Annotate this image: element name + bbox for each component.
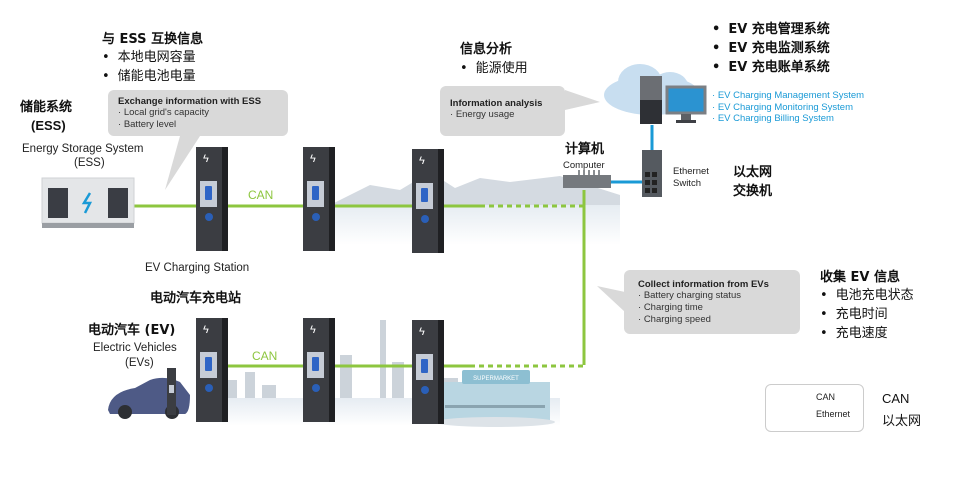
station-button <box>421 215 429 223</box>
ethernet-switch-icon <box>642 150 662 197</box>
bolt-icon: ϟ <box>203 153 209 165</box>
station-screen <box>416 183 433 209</box>
ess-info-bubble: Exchange information with ESS Local grid… <box>108 90 288 136</box>
bolt-icon: ϟ <box>419 326 425 338</box>
system-en-item: EV Charging Management System <box>712 90 864 102</box>
charging-station: ϟ <box>412 149 444 253</box>
ess-exchange-zh: 与 ESS 互换信息 本地电网容量 储能电池电量 <box>102 28 203 86</box>
ess-label-zh: 储能系统 <box>20 100 73 115</box>
computer-label-en: Computer <box>563 160 605 171</box>
ess-exchange-zh-title: 与 ESS 互换信息 <box>102 32 204 47</box>
collect-zh-item: 电池充电状态 <box>820 286 914 305</box>
station-label-en: EV Charging Station <box>145 262 250 274</box>
can-label-bottom: CAN <box>252 349 278 363</box>
ess-unit-icon <box>41 177 135 228</box>
bolt-icon: ϟ <box>203 324 209 336</box>
system-en-item: EV Charging Billing System <box>712 113 864 125</box>
station-screen <box>307 181 324 207</box>
supermarket-sign: SUPERMARKET <box>473 376 519 382</box>
analysis-zh: 信息分析 能源使用 <box>460 38 528 78</box>
ess-bubble-item: Battery level <box>118 119 278 131</box>
bolt-icon: ϟ <box>310 153 316 165</box>
system-zh-item: EV 充电管理系统 <box>712 20 829 39</box>
collect-bubble-tail <box>597 286 625 312</box>
legend-can-label: CAN <box>816 392 836 402</box>
system-zh-item: EV 充电监测系统 <box>712 39 829 58</box>
collect-zh-item: 充电速度 <box>820 324 914 343</box>
collect-bubble-item: Charging time <box>638 302 790 314</box>
analysis-bubble-title: Information analysis <box>450 98 543 109</box>
computer-label-zh: 计算机 <box>565 142 605 157</box>
collect-zh-item: 充电时间 <box>820 305 914 324</box>
ev-label-zh: 电动汽车 (EV) <box>88 323 176 338</box>
station-screen <box>416 354 433 380</box>
legend-box <box>765 384 864 432</box>
analysis-info-bubble: Information analysis Energy usage <box>440 86 565 136</box>
charging-station: ϟ <box>196 318 228 422</box>
collect-bubble-item: Battery charging status <box>638 290 790 302</box>
station-button <box>205 384 213 392</box>
collect-bubble-item: Charging speed <box>638 314 790 326</box>
bolt-icon: ϟ <box>310 324 316 336</box>
station-button <box>421 386 429 394</box>
supermarket-building <box>435 370 555 427</box>
ev-label-en-abbr: (EVs) <box>125 357 154 369</box>
systems-zh-list: EV 充电管理系统 EV 充电监测系统 EV 充电账单系统 <box>712 20 829 77</box>
charging-station: ϟ <box>303 318 335 422</box>
switch-label-en-2: Switch <box>673 178 701 189</box>
ess-bubble-tail <box>165 136 200 190</box>
station-button <box>312 384 320 392</box>
legend-can-zh: CAN <box>882 391 910 406</box>
analysis-zh-item: 能源使用 <box>460 59 528 78</box>
ess-label-en-abbr: (ESS) <box>74 157 105 169</box>
ess-label-zh-abbr: (ESS) <box>31 118 66 133</box>
legend-ethernet-zh: 以太网 <box>882 414 922 429</box>
systems-en-list: EV Charging Management System EV Chargin… <box>712 90 864 125</box>
analysis-bubble-tail <box>565 90 600 110</box>
station-button <box>312 213 320 221</box>
analysis-zh-title: 信息分析 <box>460 42 513 57</box>
ess-label-en: Energy Storage System <box>22 143 144 155</box>
collect-bubble-title: Collect information from EVs <box>638 279 769 290</box>
ess-bubble-item: Local grid's capacity <box>118 107 278 119</box>
analysis-bubble-item: Energy usage <box>450 109 555 121</box>
station-button <box>205 213 213 221</box>
charging-station: ϟ <box>303 147 335 251</box>
ess-exchange-zh-item: 储能电池电量 <box>102 67 203 86</box>
station-screen <box>200 181 217 207</box>
collect-info-bubble: Collect information from EVs Battery cha… <box>624 270 800 334</box>
collect-zh-title: 收集 EV 信息 <box>820 270 900 285</box>
ev-label-en: Electric Vehicles <box>93 342 177 354</box>
collect-zh: 收集 EV 信息 电池充电状态 充电时间 充电速度 <box>820 266 914 343</box>
charging-station: ϟ <box>196 147 228 251</box>
mountain-fade <box>330 205 620 245</box>
electric-car-icon <box>108 368 190 419</box>
computer-icon <box>563 170 611 188</box>
station-screen <box>200 352 217 378</box>
switch-label-zh-2: 交换机 <box>733 184 773 199</box>
ess-bubble-title: Exchange information with ESS <box>118 96 262 107</box>
switch-label-en-1: Ethernet <box>673 166 709 177</box>
system-zh-item: EV 充电账单系统 <box>712 58 829 77</box>
cloud-server-icon <box>604 64 707 124</box>
ess-exchange-zh-item: 本地电网容量 <box>102 48 203 67</box>
charging-station: ϟ <box>412 320 444 424</box>
legend-ethernet-label: Ethernet <box>816 409 851 419</box>
can-label-top: CAN <box>248 188 274 202</box>
system-en-item: EV Charging Monitoring System <box>712 102 864 114</box>
station-screen <box>307 352 324 378</box>
switch-label-zh-1: 以太网 <box>733 165 773 180</box>
bolt-icon: ϟ <box>419 155 425 167</box>
station-label-zh: 电动汽车充电站 <box>150 291 242 306</box>
